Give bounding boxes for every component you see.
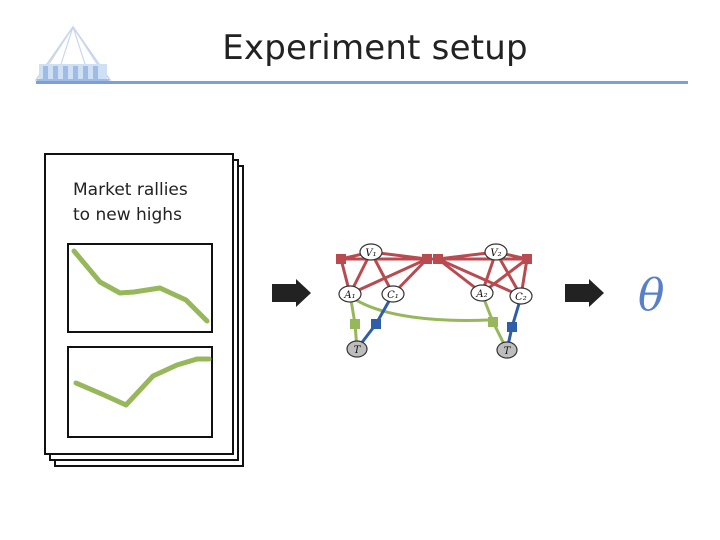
node-t1: T — [346, 340, 368, 358]
node-label-t1: T — [354, 345, 362, 356]
document-stack — [44, 153, 244, 467]
factor-red-middle-a — [422, 254, 432, 264]
factor-red-left — [336, 254, 346, 264]
node-label-a2: A₂ — [475, 289, 487, 300]
node-label-c2: C₂ — [515, 292, 527, 303]
node-label-c1: C₁ — [387, 290, 399, 301]
arrow-right-icon-1 — [272, 279, 311, 307]
chart-line-bottom — [73, 356, 212, 408]
node-v1: V₁ — [359, 243, 383, 261]
node-label-t2: T — [504, 346, 512, 357]
chart-panel-top — [67, 243, 213, 333]
factor-red-middle-b — [433, 254, 443, 264]
node-a1: A₁ — [338, 285, 362, 303]
slide-title: Experiment setup — [222, 28, 528, 68]
arrow-right-icon-2 — [565, 279, 604, 307]
node-t2: T — [496, 341, 518, 359]
node-c1: C₁ — [381, 285, 405, 303]
factor-blue-left — [371, 319, 381, 329]
factor-blue-right — [507, 322, 517, 332]
node-v2: V₂ — [484, 243, 508, 261]
node-label-a1: A₁ — [343, 290, 355, 301]
node-label-v2: V₂ — [490, 248, 501, 259]
title-underline — [36, 81, 688, 84]
node-a2: A₂ — [470, 284, 494, 302]
logo-icon — [34, 25, 112, 82]
factor-green-left — [350, 319, 360, 329]
node-label-v1: V₁ — [365, 248, 376, 259]
factor-red-right — [522, 254, 532, 264]
chart-line-top — [71, 248, 210, 324]
document-headline: Market rallies to new highs — [73, 180, 188, 225]
graphical-model: V₁ V₂ A₁ C₁ A₂ C₂ — [336, 243, 533, 359]
theta-symbol: θ — [638, 270, 665, 321]
factor-green-right — [488, 317, 498, 327]
node-c2: C₂ — [509, 287, 533, 305]
